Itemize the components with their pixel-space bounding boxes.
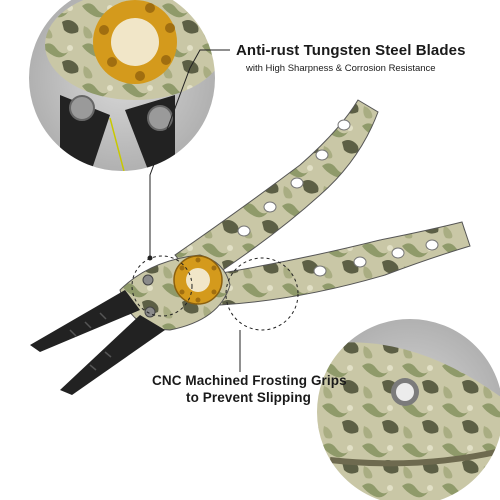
blade-callout-subtitle: with High Sharpness & Corrosion Resistan… [246,63,436,74]
callout-lines [147,49,241,372]
grip-holes [237,119,439,277]
grip-highlight [225,257,299,331]
pliers-image [30,99,471,395]
blade-zoom-circle [25,0,219,175]
blade-callout-title: Anti-rust Tungsten Steel Blades [236,42,466,59]
grip-callout-line1: CNC Machined Frosting Grips [152,373,347,388]
pivot-highlight [131,255,193,317]
grip-callout-line2: to Prevent Slipping [186,390,311,405]
grip-zoom-circle [313,315,500,500]
